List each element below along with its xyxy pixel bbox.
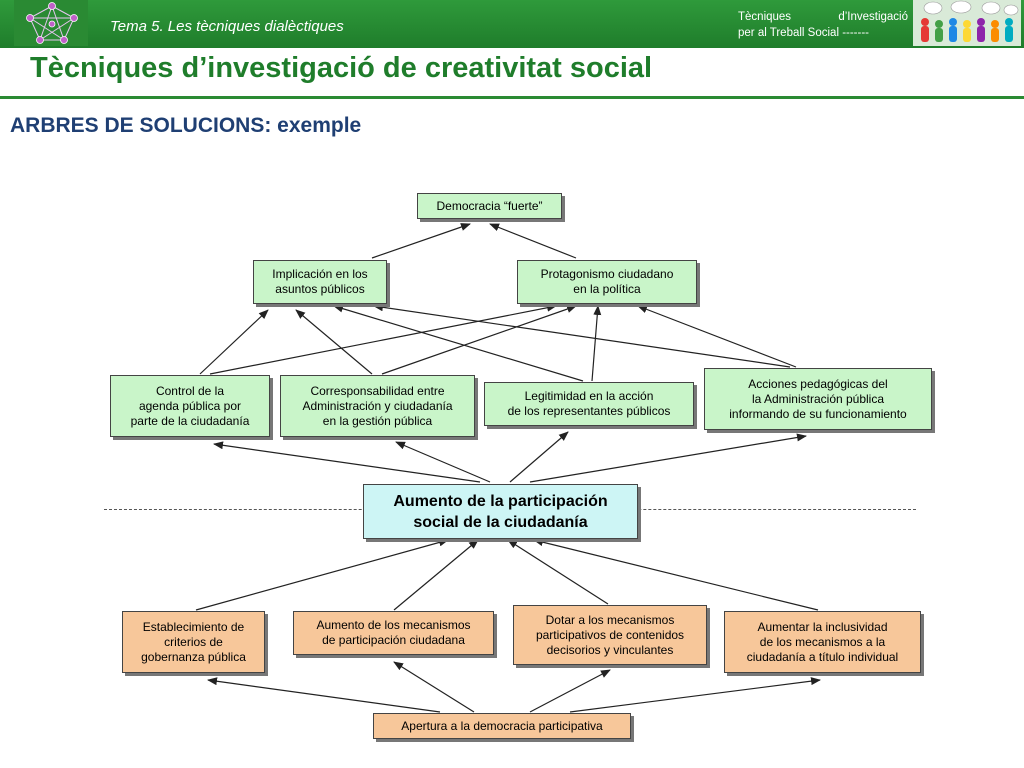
arrow [637, 305, 797, 368]
central-box: Aumento de la participación social de la… [363, 484, 638, 539]
objective-box: Protagonismo ciudadano en la política [517, 260, 697, 304]
arrow [529, 669, 611, 713]
arrow [393, 661, 475, 713]
arrow [373, 303, 791, 368]
header-band [0, 0, 1024, 48]
arrow [529, 433, 807, 483]
arrow [395, 441, 491, 483]
objective-box: Implicación en los asuntos públicos [253, 260, 387, 304]
network-logo-icon [14, 0, 88, 46]
action-box: Dotar a los mecanismos participativos de… [513, 605, 707, 665]
arrow [489, 223, 577, 259]
means-box: Legitimidad en la acción de los represen… [484, 382, 694, 426]
course-label: Tècniques d’Investigació per al Treball … [738, 9, 908, 41]
goal-box: Democracia “fuerte” [417, 193, 562, 219]
arrow [381, 305, 577, 375]
arrow [591, 305, 602, 382]
means-box: Control de la agenda pública por parte d… [110, 375, 270, 437]
people-illustration-icon [913, 0, 1021, 46]
means-box: Corresponsabilidad entre Administración … [280, 375, 475, 437]
arrow [509, 431, 569, 483]
arrow [195, 538, 449, 611]
action-box: Aumento de los mecanismos de participaci… [293, 611, 494, 655]
slide-subtitle: ARBRES DE SOLUCIONS: exemple [10, 114, 362, 137]
title-bar [0, 48, 1024, 99]
arrow [199, 309, 269, 375]
page-title: Tècniques d’investigació de creativitat … [30, 52, 653, 84]
arrow [371, 223, 471, 259]
arrow [295, 309, 373, 375]
arrow [569, 677, 821, 713]
arrow [507, 539, 609, 605]
root-box: Apertura a la democracia participativa [373, 713, 631, 739]
arrow [333, 304, 584, 382]
course-line2: per al Treball Social ------- [738, 27, 869, 39]
action-box: Establecimiento de criterios de gobernan… [122, 611, 265, 673]
topic-label: Tema 5. Les tècniques dialèctiques [110, 18, 344, 35]
arrow [209, 303, 557, 375]
arrow [207, 677, 441, 713]
course-line1-a: Tècniques [738, 11, 792, 23]
action-box: Aumentar la inclusividad de los mecanism… [724, 611, 921, 673]
course-line1-b: d’Investigació [838, 11, 908, 23]
arrow [393, 539, 479, 611]
arrow [533, 538, 819, 611]
arrow [213, 441, 481, 483]
means-box: Acciones pedagógicas del la Administraci… [704, 368, 932, 430]
